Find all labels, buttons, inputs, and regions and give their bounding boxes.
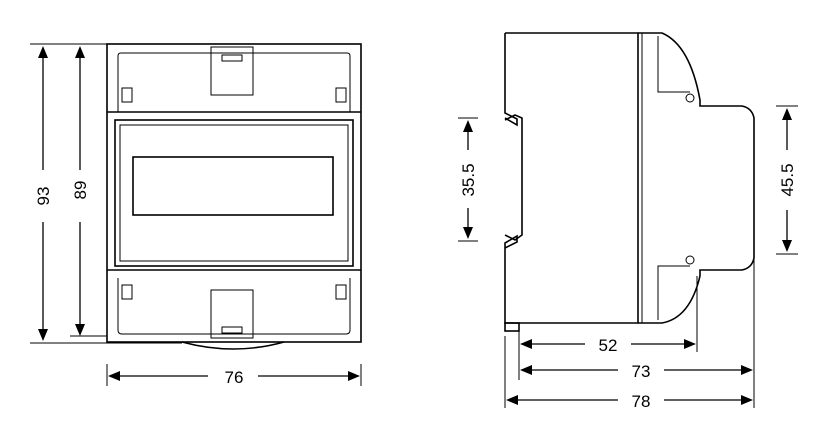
dim-35-5: 35.5 bbox=[458, 117, 478, 242]
side-rail-foot bbox=[504, 322, 520, 332]
front-top-clip bbox=[210, 46, 254, 96]
dim-76: 76 bbox=[106, 364, 362, 387]
front-bottom-clip bbox=[210, 289, 254, 339]
front-display-window bbox=[132, 156, 334, 216]
dim-93-label: 93 bbox=[34, 187, 53, 206]
side-bottom-screw bbox=[685, 255, 695, 265]
side-top-cover bbox=[638, 32, 755, 324]
front-view bbox=[106, 43, 362, 350]
side-view bbox=[504, 32, 755, 332]
dim-73: 73 bbox=[520, 258, 755, 381]
dim-45-5-label: 45.5 bbox=[778, 163, 797, 196]
dim-76-label: 76 bbox=[225, 368, 244, 387]
front-bottom-left-latch bbox=[121, 284, 133, 300]
dim-78-label: 78 bbox=[632, 392, 651, 411]
front-outer-body bbox=[106, 43, 362, 343]
front-top-terminal-cover bbox=[117, 52, 351, 112]
dim-89: 89 bbox=[70, 46, 107, 337]
side-housing bbox=[504, 32, 639, 324]
side-top-screw bbox=[685, 93, 695, 103]
front-bottom-terminal-cover bbox=[117, 278, 351, 335]
front-panel-frame bbox=[114, 119, 354, 267]
front-bottom-right-latch bbox=[335, 284, 347, 300]
front-top-right-latch bbox=[335, 87, 347, 103]
dim-52: 52 bbox=[518, 276, 698, 380]
dim-73-label: 73 bbox=[632, 362, 651, 381]
side-top-cover-inner bbox=[657, 36, 690, 93]
front-top-clip-slot bbox=[221, 54, 243, 62]
front-panel-inner bbox=[119, 124, 349, 262]
side-bottom-cover-inner bbox=[657, 265, 690, 320]
dim-93: 93 bbox=[30, 43, 182, 344]
dim-78: 78 bbox=[504, 336, 755, 411]
front-top-left-latch bbox=[121, 87, 133, 103]
dim-45-5: 45.5 bbox=[776, 105, 798, 255]
side-rail-notch bbox=[504, 114, 523, 241]
front-bottom-clip-slot bbox=[221, 326, 243, 334]
dim-52-label: 52 bbox=[599, 336, 618, 355]
dim-35-5-label: 35.5 bbox=[459, 163, 478, 196]
dim-89-label: 89 bbox=[71, 181, 90, 200]
front-rail-foot bbox=[181, 341, 285, 350]
